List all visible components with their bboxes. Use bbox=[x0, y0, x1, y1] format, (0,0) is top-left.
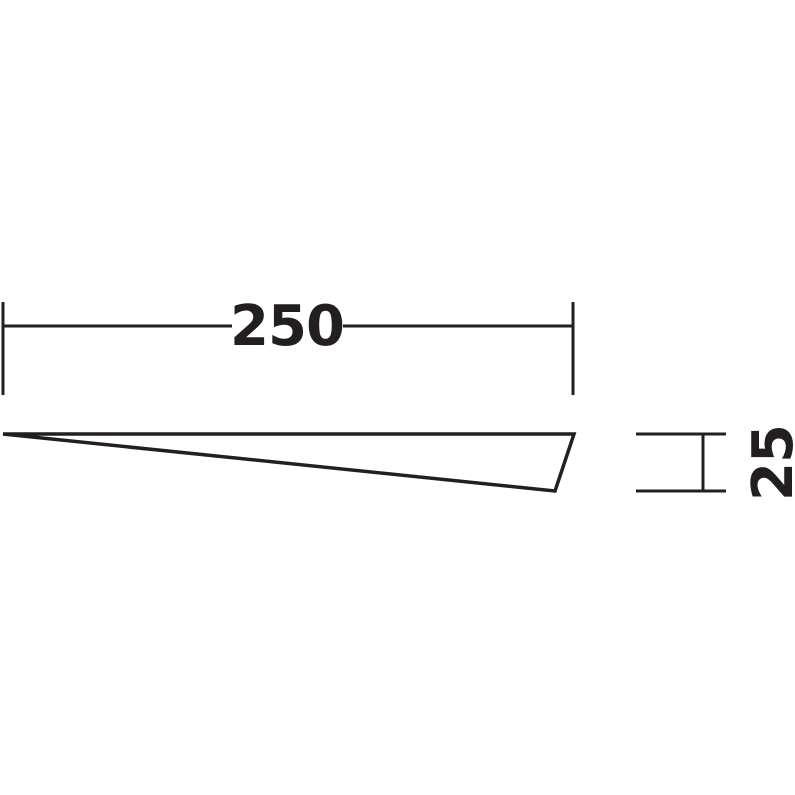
wedge-profile bbox=[2, 432, 577, 493]
height-dimension-label: 25 bbox=[741, 425, 795, 501]
length-dimension-label: 250 bbox=[230, 294, 344, 359]
